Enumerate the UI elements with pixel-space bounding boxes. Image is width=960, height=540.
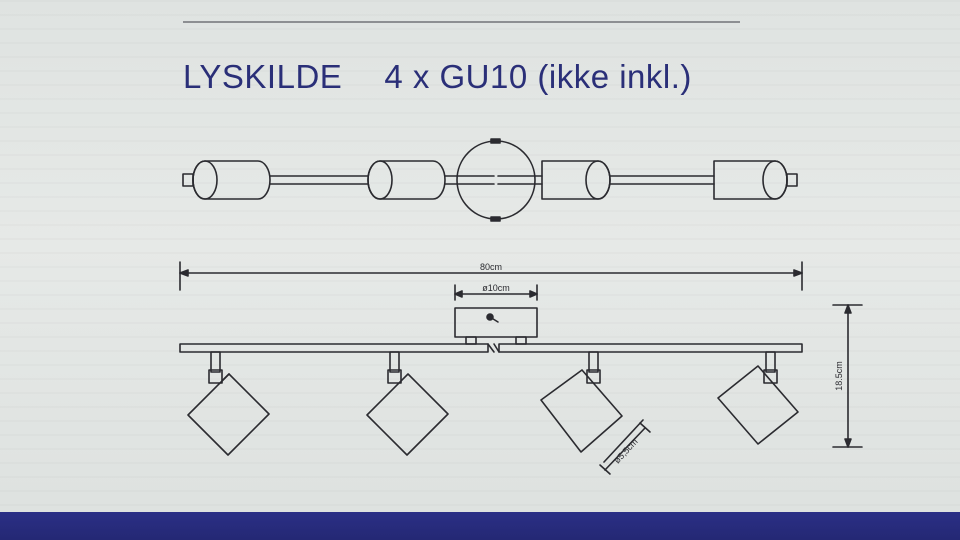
top-view-spotlight-2-lens <box>367 160 393 200</box>
top-divider-line <box>183 21 740 23</box>
top-view-drawing <box>182 138 798 222</box>
top-view-screw-bottom <box>490 216 501 222</box>
height-label: 18.5cm <box>834 361 844 391</box>
top-view-spotlight-1 <box>192 160 271 200</box>
spot-diameter-label: ø5,5cm <box>612 437 640 466</box>
base-diameter-label: ø10cm <box>482 283 510 293</box>
front-view-bar-left <box>179 343 489 353</box>
left-end-cap <box>182 173 194 187</box>
bottom-blue-band <box>0 512 960 540</box>
spot-diameter-dimension-line <box>599 419 651 475</box>
base-diameter-dimension-line <box>454 284 538 301</box>
heading-spec: 4 x GU10 (ikke inkl.) <box>384 58 692 95</box>
right-end-cap <box>786 173 798 187</box>
length-dimension-line <box>179 261 803 291</box>
front-view-bar-right <box>498 343 803 353</box>
top-view-spotlight-2 <box>367 160 446 200</box>
front-view-spotlight-1 <box>187 351 270 456</box>
top-view-spotlight-1-lens <box>192 160 218 200</box>
top-view-base-plate <box>456 140 536 220</box>
top-view-spotlight-3 <box>541 160 611 200</box>
heading-label: LYSKILDE <box>183 58 343 95</box>
front-view-spotlight-3 <box>540 351 623 453</box>
front-view-spotlight-2 <box>366 351 449 456</box>
top-view-spotlight-3-lens <box>585 160 611 200</box>
length-label: 80cm <box>480 262 502 272</box>
top-view-screw-top <box>490 138 501 144</box>
top-view-spotlight-4 <box>713 160 788 200</box>
front-view-drawing <box>179 307 803 456</box>
front-view-spotlight-4 <box>717 351 799 445</box>
height-dimension-line <box>832 304 863 448</box>
top-view-spotlight-4-lens <box>762 160 788 200</box>
front-view-base-plate <box>454 307 538 338</box>
light-source-heading: LYSKILDE 4 x GU10 (ikke inkl.) <box>183 58 692 96</box>
